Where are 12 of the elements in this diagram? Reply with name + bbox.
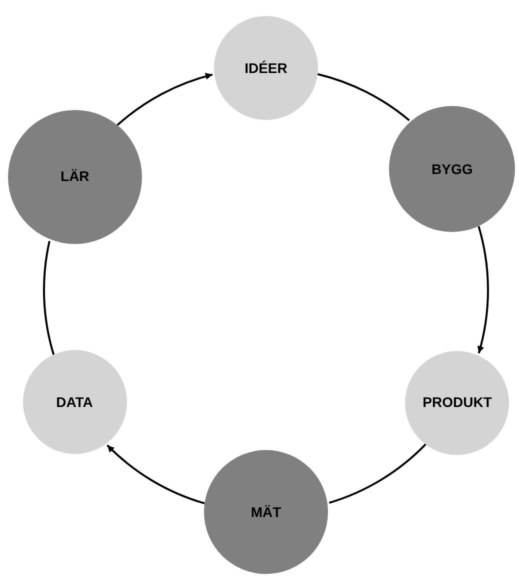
arrow <box>116 73 213 126</box>
connector-line <box>317 73 410 122</box>
node-label: PRODUKT <box>422 393 492 412</box>
connector-line <box>328 443 427 504</box>
arrow <box>106 444 205 504</box>
node-label: MÄT <box>250 502 282 522</box>
connector-line <box>43 240 55 355</box>
arrow <box>477 226 489 354</box>
node-label: IDÉER <box>244 58 288 78</box>
node-label: DATA <box>56 392 93 412</box>
node-label: BYGG <box>432 160 473 179</box>
node-label: LÄR <box>60 167 90 186</box>
